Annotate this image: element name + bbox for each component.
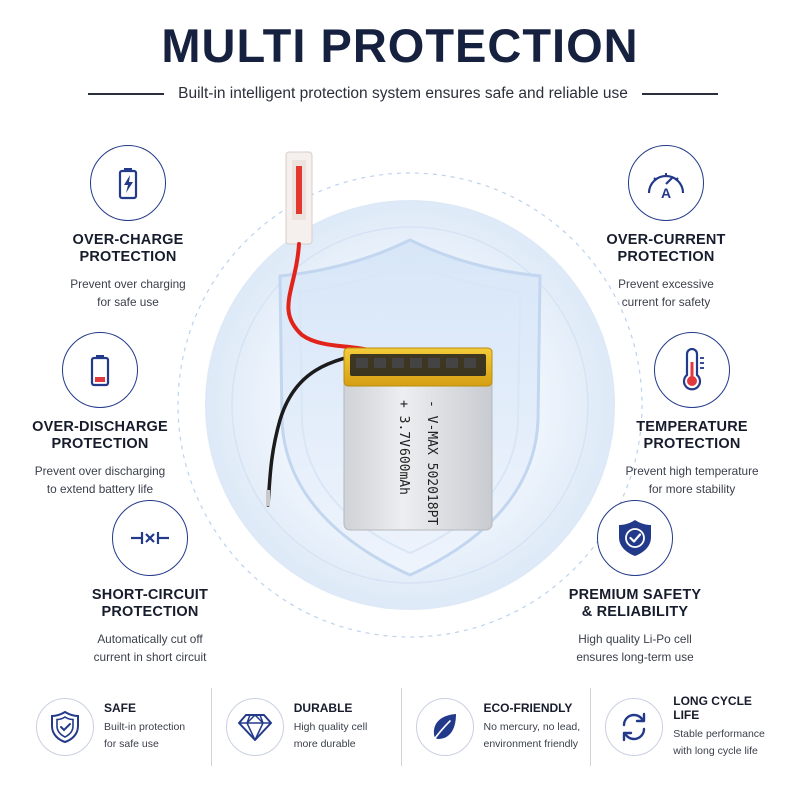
subtitle-right-divider [641, 93, 718, 95]
bottom-feature-strip: SAFE Built-in protection for safe use DU… [22, 688, 780, 766]
battery-label-brand: - V-MAX 502018PT [424, 400, 439, 525]
feature-overcurrent-desc-2: current for safety [621, 295, 711, 309]
ammeter-letter: A [661, 185, 671, 201]
feature-overcharge-desc-2: for safe use [97, 295, 159, 309]
feature-overcharge-icon-circle [90, 145, 166, 221]
feature-overcurrent: A OVER-CURRENT PROTECTION Prevent excess… [566, 145, 766, 311]
bottom-durable-desc-2: more durable [293, 738, 356, 750]
bottom-safe-desc: Built-in protection [104, 721, 186, 733]
feature-shortcircuit-title: SHORT-CIRCUIT [91, 587, 209, 603]
feature-temperature-icon-circle [654, 332, 730, 408]
black-wire-tip [266, 490, 270, 506]
black-wire [266, 350, 374, 507]
bottom-cycle-desc: Stable performance [673, 728, 765, 740]
battery-label-voltage: + 3.7V [396, 400, 411, 447]
bottom-durable-title: DURABLE [293, 701, 353, 715]
page-subtitle: Built-in intelligent protection system e… [178, 85, 628, 102]
bottom-cycle-icon-circle [605, 698, 664, 756]
feature-overdischarge: OVER-DISCHARGE PROTECTION Prevent over d… [0, 332, 200, 498]
bottom-safe-desc-2: for safe use [104, 738, 159, 750]
feature-premium-title-2: & RELIABILITY [581, 604, 689, 620]
battery-label-capacity: 600mAh [396, 448, 411, 495]
feature-overcharge-desc: Prevent over charging [70, 277, 186, 291]
feature-overdischarge-desc: Prevent over discharging [34, 464, 166, 478]
page-title: MULTI PROTECTION [161, 19, 639, 72]
ammeter-gauge-icon: A [647, 173, 685, 201]
bottom-item-safe: SAFE Built-in protection for safe use [22, 688, 211, 766]
feature-overcurrent-title-2: PROTECTION [617, 249, 715, 265]
shield-check-icon [619, 520, 651, 556]
bottom-item-durable: DURABLE High quality cell more durable [210, 688, 401, 766]
battery-body [343, 377, 493, 531]
feature-overdischarge-desc-2: to extend battery life [46, 482, 154, 496]
feature-temperature: TEMPERATURE PROTECTION Prevent high temp… [592, 332, 792, 498]
bottom-durable-icon-circle [225, 698, 284, 756]
feature-shortcircuit-icon-circle [112, 500, 188, 576]
feature-temperature-title-2: PROTECTION [643, 436, 741, 452]
feature-temperature-title: TEMPERATURE [636, 419, 748, 435]
bottom-durable-desc: High quality cell [293, 721, 368, 733]
shield-check-icon [51, 710, 79, 744]
feature-overcharge-title-2: PROTECTION [79, 249, 177, 265]
background-shield-inner [298, 260, 522, 555]
bottom-cycle-title: LONG CYCLE LIFE [673, 694, 752, 722]
battery-low-icon [90, 355, 110, 387]
bottom-safe-icon-circle [36, 698, 94, 756]
feature-shortcircuit: SHORT-CIRCUIT PROTECTION Automatically c… [50, 500, 250, 666]
cycle-arrows-icon [623, 712, 646, 742]
diamond-icon [237, 714, 272, 741]
feature-overdischarge-icon-circle [62, 332, 138, 408]
feature-temperature-desc-2: for more stability [648, 482, 736, 496]
bottom-safe-title: SAFE [104, 701, 137, 715]
bottom-eco-title: ECO-FRIENDLY [483, 701, 573, 715]
inner-ring [231, 226, 589, 584]
feature-premium-desc-2: ensures long-term use [576, 650, 694, 664]
feature-overcharge-title: OVER-CHARGE [72, 232, 184, 248]
bottom-item-eco: ECO-FRIENDLY No mercury, no lead, enviro… [400, 688, 591, 766]
bottom-cycle-desc-2: with long cycle life [673, 745, 758, 757]
feature-premium-icon-circle [597, 500, 673, 576]
feature-shortcircuit-desc: Automatically cut off [97, 632, 203, 646]
feature-shortcircuit-title-2: PROTECTION [101, 604, 199, 620]
feature-shortcircuit-desc-2: current in short circuit [93, 650, 207, 664]
feature-overcurrent-icon-circle: A [628, 145, 704, 221]
subtitle-row: Built-in intelligent protection system e… [88, 84, 718, 104]
bottom-eco-desc-2: environment friendly [483, 738, 579, 750]
outer-dashed-ring [177, 172, 643, 638]
feature-overcurrent-desc: Prevent excessive [618, 277, 714, 291]
feature-overdischarge-title-2: PROTECTION [51, 436, 149, 452]
feature-premium-title: PREMIUM SAFETY [568, 587, 702, 603]
bottom-item-cycle: LONG CYCLE LIFE Stable performance with … [590, 688, 780, 766]
feature-premium: PREMIUM SAFETY & RELIABILITY High qualit… [535, 500, 735, 666]
feature-premium-desc: High quality Li-Po cell [578, 632, 692, 646]
battery-charging-icon [118, 168, 138, 200]
feature-overdischarge-title: OVER-DISCHARGE [32, 419, 168, 435]
subtitle-left-divider [88, 93, 165, 95]
bottom-eco-desc: No mercury, no lead, [483, 721, 581, 733]
feature-overcharge: OVER-CHARGE PROTECTION Prevent over char… [28, 145, 228, 311]
thermometer-icon [682, 348, 704, 391]
red-wire [286, 242, 370, 352]
feature-overcurrent-title: OVER-CURRENT [606, 232, 726, 248]
short-circuit-icon [131, 532, 169, 544]
leaf-icon [431, 714, 456, 742]
feature-temperature-desc: Prevent high temperature [625, 464, 759, 478]
bottom-eco-icon-circle [415, 698, 474, 756]
